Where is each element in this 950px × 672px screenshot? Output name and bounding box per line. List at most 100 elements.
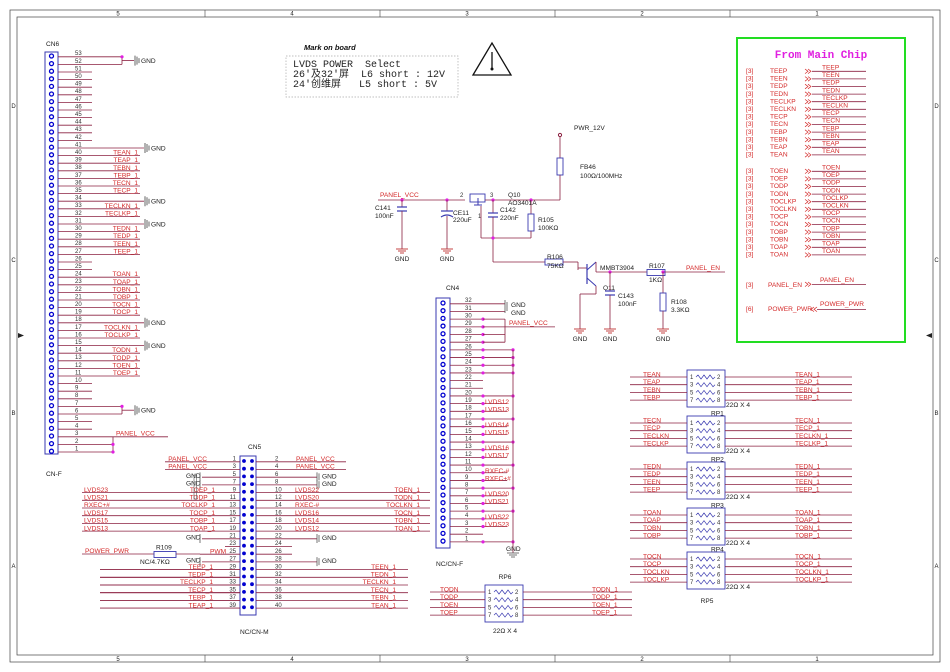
pin-number: 5	[465, 506, 469, 512]
pack-output-label: TOCN_1	[795, 553, 821, 560]
pack-input-label: TOBN	[643, 525, 661, 532]
cn5-outer-label: TOBN_1	[394, 518, 420, 525]
connector-pin-icon	[242, 497, 246, 502]
gnd-label: GND	[151, 199, 166, 206]
connector-pin-icon	[440, 315, 446, 322]
pin-number: 18	[275, 518, 282, 524]
gnd-label: GND	[186, 481, 201, 488]
gnd-label: GND	[151, 145, 166, 152]
cn5-outer-label: TODN_1	[394, 495, 420, 502]
connector-pin-icon	[48, 364, 55, 371]
r105-ref: R105	[538, 217, 554, 224]
pin-number: 4	[275, 464, 279, 470]
gnd-label: GND	[506, 546, 521, 553]
pin-number: 26	[275, 549, 282, 555]
column-marker: 3	[465, 12, 469, 18]
pack-input-label: TEAP	[643, 379, 661, 386]
main-chip-net-label: TECP	[770, 114, 788, 121]
ce11-value: 220uF	[453, 217, 472, 224]
pack-input-label: TECP	[643, 425, 661, 432]
resistor-icon	[695, 420, 716, 426]
pack-pin-number: 3	[690, 565, 694, 571]
connector-pin-icon	[242, 489, 246, 494]
gnd-label: GND	[186, 473, 201, 480]
sheet-ref: [3]	[746, 98, 753, 105]
off-page-connector-icon	[804, 152, 812, 158]
main-chip-wire-label: TECLKP	[822, 95, 848, 102]
junction-dot	[481, 486, 485, 490]
sheet-ref: [3]	[746, 244, 753, 251]
main-chip-wire-label: TECP	[822, 110, 840, 117]
pin-number: 11	[465, 459, 472, 465]
pack-input-label: TOBP	[643, 533, 661, 540]
pin-number: 15	[465, 429, 472, 435]
cn5-net-label: TOCP_1	[189, 510, 215, 517]
resistor-icon	[695, 466, 716, 472]
sheet-ref: [6]	[746, 306, 753, 313]
connector-pin-icon	[440, 338, 446, 345]
panel-vcc-label: PANEL_VCC	[380, 192, 419, 199]
main-chip-wire-label: TOAN	[822, 248, 840, 255]
pack-pin-number: 5	[690, 436, 694, 442]
resistor-icon	[695, 428, 716, 434]
note-line: 24'创维屏 L5 short : 5V	[293, 77, 437, 91]
main-chip-net-label: TEBN	[770, 136, 788, 143]
resistor-pack-body	[484, 584, 524, 623]
connector-pin-icon	[250, 582, 254, 587]
gnd-label: GND	[656, 336, 671, 343]
pin-number: 39	[229, 603, 236, 609]
sheet-ref: [3]	[746, 229, 753, 236]
note-line: 26'及32'屏 L6 short : 12V	[293, 68, 445, 81]
connector-pin-icon	[48, 326, 55, 333]
main-chip-wire-label: TEDP	[822, 80, 840, 87]
off-page-connector-icon	[804, 144, 812, 150]
sheet-ref: [3]	[746, 221, 753, 228]
pin-number: 10	[275, 487, 282, 493]
connector-pin-icon	[440, 523, 446, 529]
connector-pin-icon	[440, 331, 446, 337]
pin-number: 31	[229, 572, 236, 578]
main-chip-wire-label: TEEN	[822, 72, 840, 79]
main-chip-net-label: TOEN	[770, 168, 788, 175]
cn5-net-label: TEEP_1	[188, 564, 213, 571]
pin-number: 9	[465, 475, 469, 481]
npn-transistor-icon	[586, 277, 597, 287]
column-marker: 1	[815, 657, 819, 663]
pack-pin-number: 6	[717, 436, 721, 442]
power-pwr-label: POWER_PWR	[85, 548, 129, 555]
pin-number: 17	[229, 518, 236, 524]
main-chip-net-label: TOCLKN	[770, 206, 797, 213]
resistor-icon	[493, 597, 514, 603]
pack-pin-number: 1	[690, 513, 694, 519]
pack-output-label: TEEN_1	[795, 479, 820, 486]
pack-pin-number: 1	[690, 375, 694, 381]
pin-number: 35	[229, 587, 236, 593]
pin-number: 9	[75, 386, 79, 392]
connector-pin-icon	[48, 357, 55, 363]
sheet-ref: [3]	[746, 168, 753, 175]
connector-pin-icon	[48, 167, 55, 173]
off-page-connector-icon	[804, 137, 812, 143]
pin-number: 7	[233, 480, 237, 486]
connector-pin-icon	[48, 212, 55, 219]
junction-dot	[481, 509, 485, 513]
pack-pin-number: 3	[488, 598, 492, 604]
connector-pin-icon	[440, 346, 446, 352]
connector-pin-icon	[250, 597, 254, 602]
cn4-net-label: LVDS20	[485, 491, 509, 498]
connector-pin-icon	[250, 528, 254, 533]
connector-pin-icon	[440, 446, 446, 452]
pack-input-label: TOEN	[440, 602, 458, 609]
off-page-connector-icon	[804, 237, 812, 243]
connector-pin-icon	[48, 304, 55, 310]
resistor-icon	[695, 474, 716, 480]
note-box	[285, 55, 459, 98]
connector-pin-icon	[440, 400, 446, 406]
connector-pin-icon	[48, 273, 55, 280]
pin-number: 25	[229, 549, 236, 555]
pin-number: 19	[229, 526, 236, 532]
row-marker: A	[934, 564, 938, 570]
resistor-icon	[695, 520, 716, 526]
